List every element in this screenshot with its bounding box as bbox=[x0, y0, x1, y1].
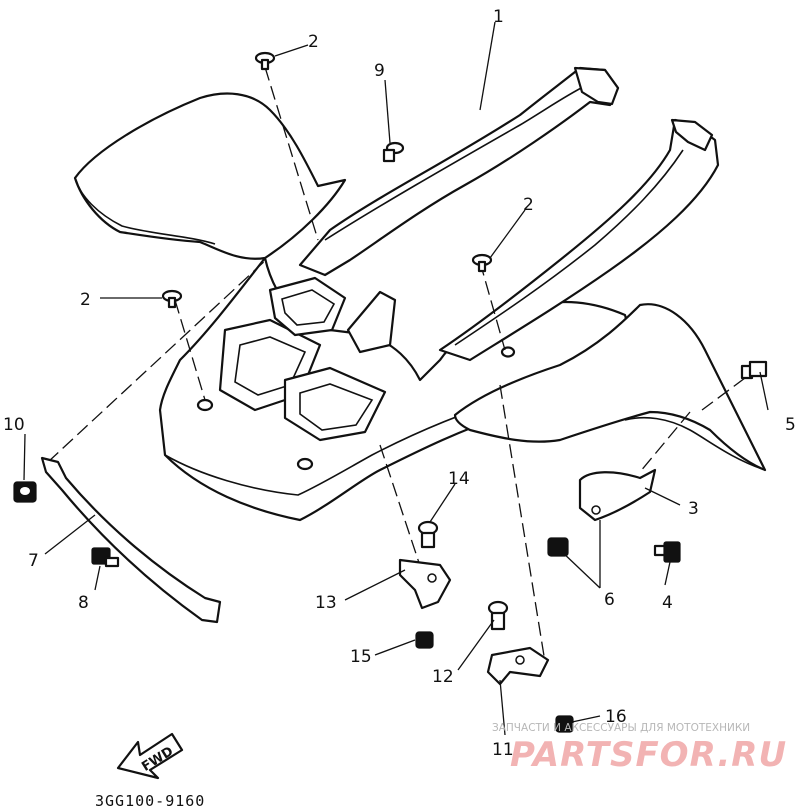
bracket-11 bbox=[486, 646, 550, 686]
label-1: 1 bbox=[493, 7, 504, 27]
assembly-lines bbox=[47, 66, 746, 663]
label-4: 4 bbox=[662, 593, 673, 613]
bolt-14 bbox=[417, 520, 439, 549]
fastener-9 bbox=[382, 141, 405, 163]
nut-6 bbox=[547, 537, 569, 557]
label-8: 8 bbox=[78, 593, 89, 613]
bolt-5 bbox=[740, 360, 768, 380]
nut-15 bbox=[415, 631, 434, 649]
screw-2-left bbox=[161, 289, 183, 309]
bracket-13 bbox=[398, 558, 452, 610]
leader-lines bbox=[23, 21, 769, 736]
watermark: ЗАПЧАСТИ И АКСЕССУАРЫ ДЛЯ МОТОТЕХНИКИ PA… bbox=[492, 722, 787, 775]
label-11: 11 bbox=[492, 740, 514, 760]
stay-7 bbox=[40, 456, 222, 624]
fwd-arrow: FWD bbox=[116, 732, 184, 780]
nut-10 bbox=[13, 481, 37, 503]
label-9: 9 bbox=[374, 61, 385, 81]
label-2-left: 2 bbox=[80, 290, 91, 310]
label-7: 7 bbox=[28, 551, 39, 571]
bracket-3 bbox=[578, 468, 657, 522]
label-3: 3 bbox=[688, 499, 699, 519]
label-5: 5 bbox=[785, 415, 796, 435]
label-6: 6 bbox=[604, 590, 615, 610]
hardware bbox=[13, 51, 768, 733]
rear-fender bbox=[73, 66, 767, 522]
drawing-code: 3GG100-9160 bbox=[95, 792, 205, 810]
bolt-8 bbox=[91, 547, 120, 568]
label-12: 12 bbox=[432, 667, 454, 687]
part-labels: 1 2 2 2 3 4 5 6 7 8 9 10 11 12 13 14 15 … bbox=[3, 7, 796, 760]
label-13: 13 bbox=[315, 593, 337, 613]
watermark-brand: PARTSFOR.RU bbox=[510, 735, 787, 775]
label-16: 16 bbox=[605, 707, 627, 727]
label-10: 10 bbox=[3, 415, 25, 435]
bolt-4 bbox=[653, 541, 681, 563]
screw-2-right bbox=[471, 253, 493, 273]
bolt-12 bbox=[487, 600, 509, 631]
watermark-tagline: ЗАПЧАСТИ И АКСЕССУАРЫ ДЛЯ МОТОТЕХНИКИ bbox=[492, 722, 750, 734]
label-15: 15 bbox=[350, 647, 372, 667]
nut-16 bbox=[555, 715, 574, 733]
screw-2-top bbox=[254, 51, 276, 71]
label-2-right: 2 bbox=[523, 195, 534, 215]
label-2-top: 2 bbox=[308, 32, 319, 52]
label-14: 14 bbox=[448, 469, 470, 489]
